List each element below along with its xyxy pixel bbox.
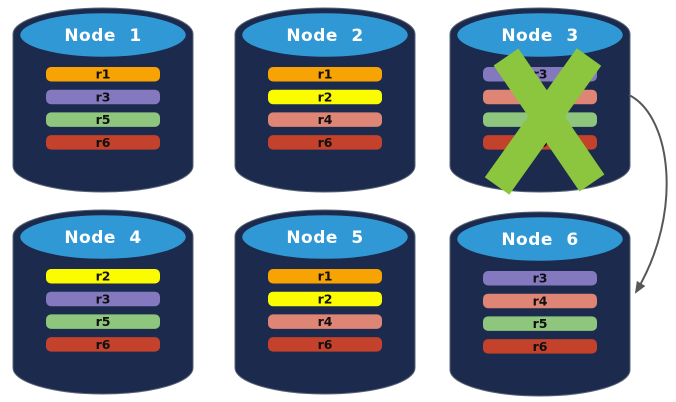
partition-bar-r1 bbox=[268, 67, 382, 82]
partition-bar-r3 bbox=[46, 291, 160, 307]
node-title: Node 3 bbox=[501, 26, 578, 46]
cylinder-top bbox=[454, 214, 626, 264]
partition-label-r6: r6 bbox=[318, 337, 333, 352]
partition-bar-r6 bbox=[268, 337, 382, 352]
cylinder-top bbox=[239, 10, 411, 60]
partition-label-r2: r2 bbox=[96, 269, 111, 284]
partition-label-r3: r3 bbox=[96, 291, 111, 306]
partition-bar-r6 bbox=[46, 337, 160, 352]
partition-bar-r1 bbox=[268, 269, 382, 284]
partition-bar-r5 bbox=[46, 112, 160, 127]
partition-label-r5: r5 bbox=[533, 316, 548, 331]
cylinder-top bbox=[17, 10, 189, 60]
cylinder-top bbox=[239, 212, 411, 262]
partition-bar-r4 bbox=[268, 112, 382, 127]
node-title: Node 2 bbox=[286, 26, 363, 46]
partition-bar-r6 bbox=[46, 135, 160, 150]
node-6: Node 6 r3 r4 r5 r6 bbox=[445, 210, 635, 402]
partition-bar-r5 bbox=[46, 314, 160, 329]
partition-label-r4: r4 bbox=[533, 89, 548, 104]
partition-label-r3: r3 bbox=[533, 67, 548, 82]
partition-label-r5: r5 bbox=[96, 112, 111, 127]
partition-bar-r6 bbox=[268, 135, 382, 150]
partition-label-r2: r2 bbox=[318, 291, 333, 306]
partition-label-r4: r4 bbox=[318, 314, 333, 329]
partition-label-r5: r5 bbox=[96, 314, 111, 329]
partition-bar-r3 bbox=[483, 271, 597, 286]
partition-label-r4: r4 bbox=[533, 293, 548, 308]
partition-label-r4: r4 bbox=[318, 112, 333, 127]
partition-bar-r2 bbox=[46, 269, 160, 284]
partition-label-r5: r5 bbox=[533, 112, 548, 127]
node-4: Node 4 r2 r3 r5 r6 bbox=[8, 208, 198, 402]
partition-bar-r6 bbox=[483, 339, 597, 354]
partition-label-r2: r2 bbox=[318, 89, 333, 104]
partition-bar-r2 bbox=[268, 291, 382, 307]
node-title: Node 6 bbox=[501, 230, 578, 250]
partition-label-r6: r6 bbox=[533, 135, 548, 150]
partition-bar-r4 bbox=[483, 293, 597, 309]
partition-label-r6: r6 bbox=[96, 135, 111, 150]
partition-label-r6: r6 bbox=[318, 135, 333, 150]
partition-label-r1: r1 bbox=[318, 269, 333, 284]
partition-bar-r3 bbox=[46, 89, 160, 105]
node-5: Node 5 r1 r2 r4 r6 bbox=[230, 208, 420, 402]
partition-bar-r5 bbox=[483, 316, 597, 331]
partition-label-r3: r3 bbox=[533, 271, 548, 286]
partition-label-r3: r3 bbox=[96, 89, 111, 104]
partition-bar-r4 bbox=[268, 314, 382, 329]
partition-label-r6: r6 bbox=[533, 339, 548, 354]
partition-label-r1: r1 bbox=[96, 67, 111, 82]
partition-label-r1: r1 bbox=[318, 67, 333, 82]
node-title: Node 4 bbox=[64, 228, 141, 248]
partition-label-r6: r6 bbox=[96, 337, 111, 352]
node-title: Node 5 bbox=[286, 228, 363, 248]
partition-bar-r1 bbox=[46, 67, 160, 82]
node-3: Node 3 r3 r4 r5 r6 bbox=[445, 6, 635, 200]
node-1: Node 1 r1 r3 r5 r6 bbox=[8, 6, 198, 200]
node-title: Node 1 bbox=[64, 26, 141, 46]
partition-bar-r2 bbox=[268, 89, 382, 105]
cylinder-top bbox=[17, 212, 189, 262]
node-2: Node 2 r1 r2 r4 r6 bbox=[230, 6, 420, 200]
